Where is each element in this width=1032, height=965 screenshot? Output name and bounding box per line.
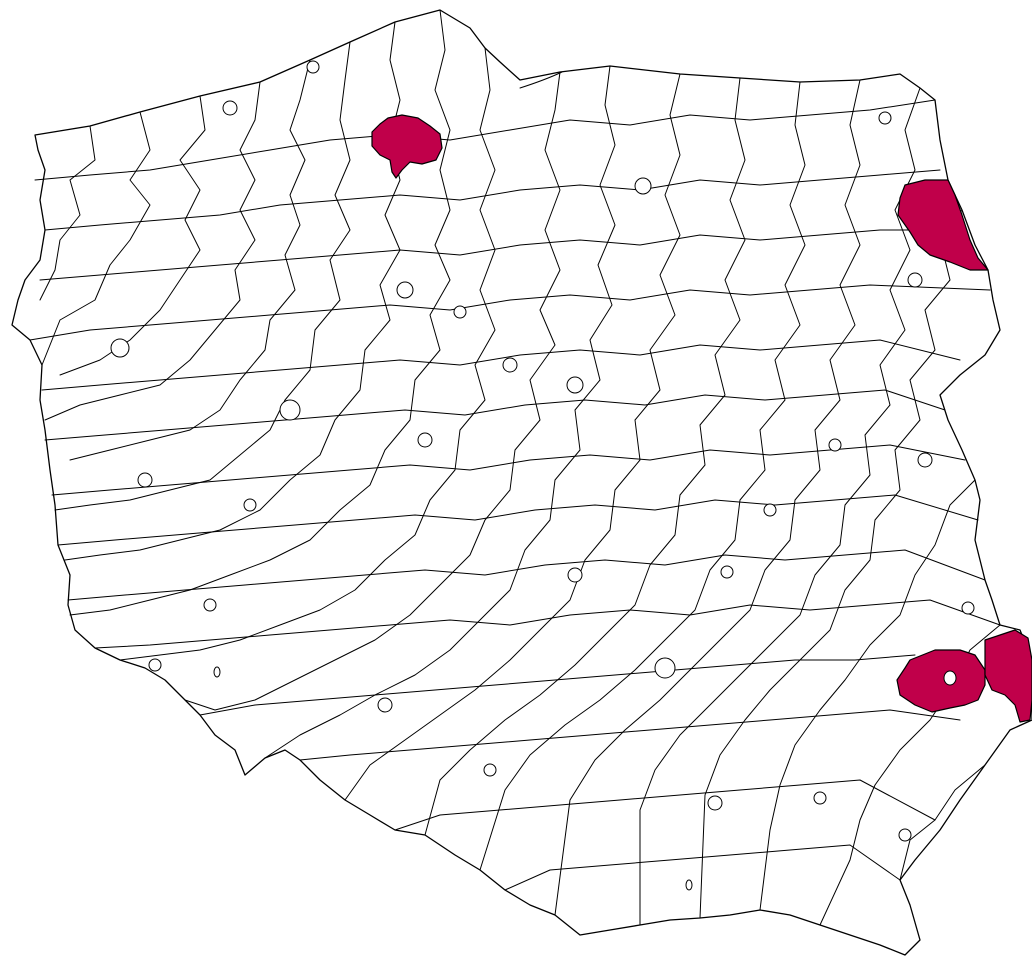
country-outline — [11, 9, 1032, 956]
powiat-borders — [29, 9, 1001, 926]
highlighted-regions — [371, 114, 1032, 723]
highlighted-region-south-east-west[interactable] — [896, 649, 986, 713]
highlighted-region-south-east-east[interactable] — [984, 629, 1032, 723]
highlighted-region-north-east-border[interactable] — [897, 179, 989, 271]
city-enclave — [943, 670, 957, 686]
hel-peninsula — [519, 71, 563, 89]
highlighted-region-north-pomerania[interactable] — [371, 114, 443, 179]
city-enclaves — [110, 60, 975, 891]
